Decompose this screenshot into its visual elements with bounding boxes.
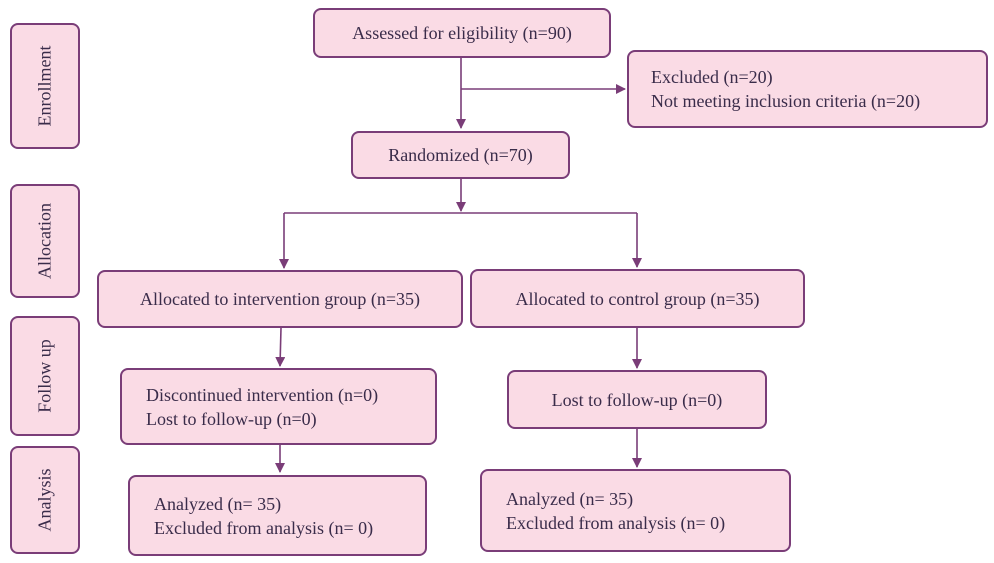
box-randomized: Randomized (n=70) xyxy=(351,131,570,179)
alloc-intervention-text: Allocated to intervention group (n=35) xyxy=(139,289,421,309)
box-excluded: Excluded (n=20) Not meeting inclusion cr… xyxy=(627,50,988,128)
excluded-line2: Not meeting inclusion criteria (n=20) xyxy=(651,91,921,111)
assessed-text: Assessed for eligibility (n=90) xyxy=(352,23,572,43)
box-allocated-control: Allocated to control group (n=35) xyxy=(470,269,805,328)
excluded-line1: Excluded (n=20) xyxy=(651,67,773,87)
stage-follow-up: Follow up xyxy=(10,316,80,436)
followup-intervention-line1: Discontinued intervention (n=0) xyxy=(146,384,379,405)
box-analysis-control: Analyzed (n= 35) Excluded from analysis … xyxy=(480,469,791,552)
box-analysis-intervention: Analyzed (n= 35) Excluded from analysis … xyxy=(128,475,427,556)
analysis-control-line2: Excluded from analysis (n= 0) xyxy=(506,512,726,533)
analysis-intervention-line1: Analyzed (n= 35) xyxy=(154,493,282,514)
alloc-control-text: Allocated to control group (n=35) xyxy=(515,288,760,309)
followup-intervention-line2: Lost to follow-up (n=0) xyxy=(146,408,317,429)
box-assessed-eligibility: Assessed for eligibility (n=90) xyxy=(313,8,611,58)
arrow-to-followup-intervention xyxy=(275,327,286,367)
box-followup-intervention: Discontinued intervention (n=0) Lost to … xyxy=(120,368,437,445)
randomized-text: Randomized (n=70) xyxy=(388,145,533,165)
box-allocated-intervention: Allocated to intervention group (n=35) xyxy=(97,270,463,328)
followup-control-text: Lost to follow-up (n=0) xyxy=(551,389,723,410)
stage-analysis: Analysis xyxy=(10,446,80,554)
analysis-intervention-line2: Excluded from analysis (n= 0) xyxy=(154,517,374,538)
stage-allocation: Allocation xyxy=(10,184,80,298)
stage-enrollment: Enrollment xyxy=(10,23,80,149)
box-followup-control: Lost to follow-up (n=0) xyxy=(507,370,767,429)
analysis-control-line1: Analyzed (n= 35) xyxy=(506,488,634,509)
